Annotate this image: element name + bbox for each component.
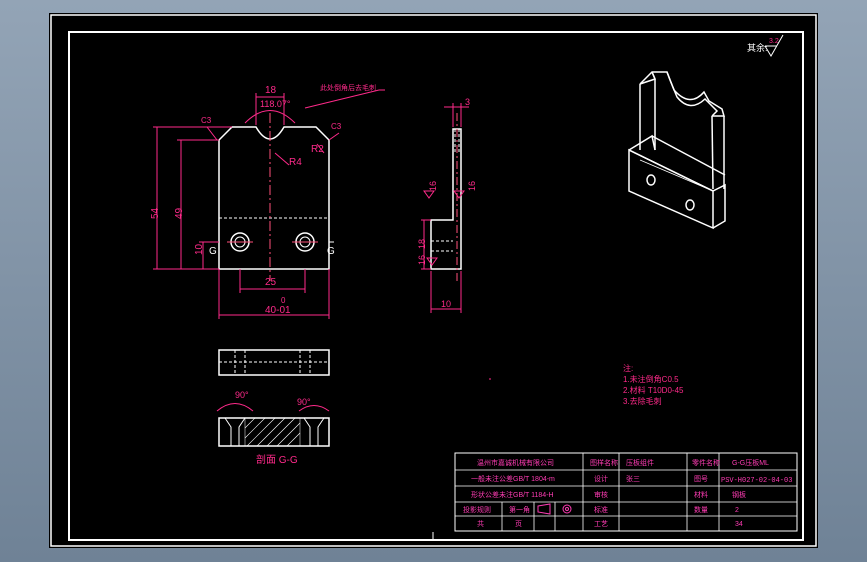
svg-text:材料: 材料 [694,490,708,499]
svg-text:审核: 审核 [594,490,608,499]
svg-text:钢板: 钢板 [732,490,746,499]
svg-text:G: G [209,246,217,257]
technical-notes: 注: 1.未注倒角C0.5 2.材料 T10D0-45 3.去除毛刺 [623,363,684,406]
svg-text:压板组件: 压板组件 [626,458,654,467]
drawing-sheet: 其余: 3.2 [49,13,818,548]
svg-text:0: 0 [281,296,286,305]
svg-text:此处倒角后去毛刺: 此处倒角后去毛刺 [320,83,376,92]
svg-text:零件名称: 零件名称 [692,458,720,467]
svg-text:图号: 图号 [694,475,708,483]
inner-frame [68,31,804,541]
cad-drawing: 其余: 3.2 [50,14,817,547]
svg-text:R4: R4 [289,157,302,168]
svg-text:标准: 标准 [594,505,608,514]
title-block: 温州市嘉诚机械有限公司 一般未注公差GB/T 1804-m 形状公差未注GB/T… [454,452,798,532]
isometric-view [628,71,726,230]
svg-text:16: 16 [428,181,438,191]
svg-text:注:: 注: [623,363,633,373]
svg-text:34: 34 [735,521,743,528]
svg-text:90°: 90° [297,397,311,407]
svg-text:C3: C3 [201,116,212,125]
svg-text:2: 2 [735,507,739,514]
svg-text:3.2: 3.2 [769,38,779,45]
section-view: 90° 90° 剖面 G-G [216,390,330,466]
front-view: 18 118.07° C3 C3 R4 R2 此处倒角后去毛刺 54 49 10… [150,83,385,319]
svg-text:剖面 G-G: 剖面 G-G [256,453,298,466]
svg-text:工艺: 工艺 [594,520,608,528]
svg-text:18: 18 [265,85,277,96]
svg-text:第一角: 第一角 [509,505,530,514]
svg-text:投影规则: 投影规则 [463,505,491,514]
projection-symbol-icon [537,503,572,515]
svg-text:10: 10 [441,299,451,309]
svg-text:90°: 90° [235,390,249,400]
svg-text:G: G [327,246,335,257]
outer-frame [50,14,817,547]
svg-text:118.07°: 118.07° [260,99,291,109]
svg-text:温州市嘉诚机械有限公司: 温州市嘉诚机械有限公司 [477,458,554,467]
svg-text:10: 10 [194,243,205,255]
svg-text:16: 16 [417,255,427,265]
svg-text:PSV-H027-02-04-03: PSV-H027-02-04-03 [721,477,792,485]
svg-text:54: 54 [150,207,161,219]
svg-text:C3: C3 [331,122,342,131]
svg-text:3.去除毛刺: 3.去除毛刺 [623,396,662,406]
roughness-symbol: 其余: 3.2 [747,34,784,57]
svg-text:其余:: 其余: [747,42,768,53]
svg-text:数量: 数量 [694,505,708,514]
svg-text:共: 共 [477,519,484,528]
svg-text:G-G压板ML: G-G压板ML [732,458,769,467]
svg-text:40-01: 40-01 [265,305,291,316]
svg-text:18: 18 [417,239,427,249]
svg-text:1.未注倒角C0.5: 1.未注倒角C0.5 [623,374,679,384]
svg-text:页: 页 [515,520,522,528]
front-outline [218,126,330,270]
svg-text:张三: 张三 [626,474,640,483]
top-view [218,349,491,380]
svg-text:设计: 设计 [594,474,608,483]
svg-text:16: 16 [467,181,477,191]
svg-text:49: 49 [174,207,185,219]
svg-text:3: 3 [465,97,470,107]
side-view: 3 16 16 18 16 10 [417,97,477,313]
svg-text:2.材料 T10D0-45: 2.材料 T10D0-45 [623,385,684,395]
svg-text:R2: R2 [311,144,324,155]
svg-text:25: 25 [265,277,277,288]
svg-text:一般未注公差GB/T 1804-m: 一般未注公差GB/T 1804-m [471,474,555,483]
svg-text:图样名称: 图样名称 [590,458,618,467]
svg-text:形状公差未注GB/T 1184-H: 形状公差未注GB/T 1184-H [471,490,554,499]
